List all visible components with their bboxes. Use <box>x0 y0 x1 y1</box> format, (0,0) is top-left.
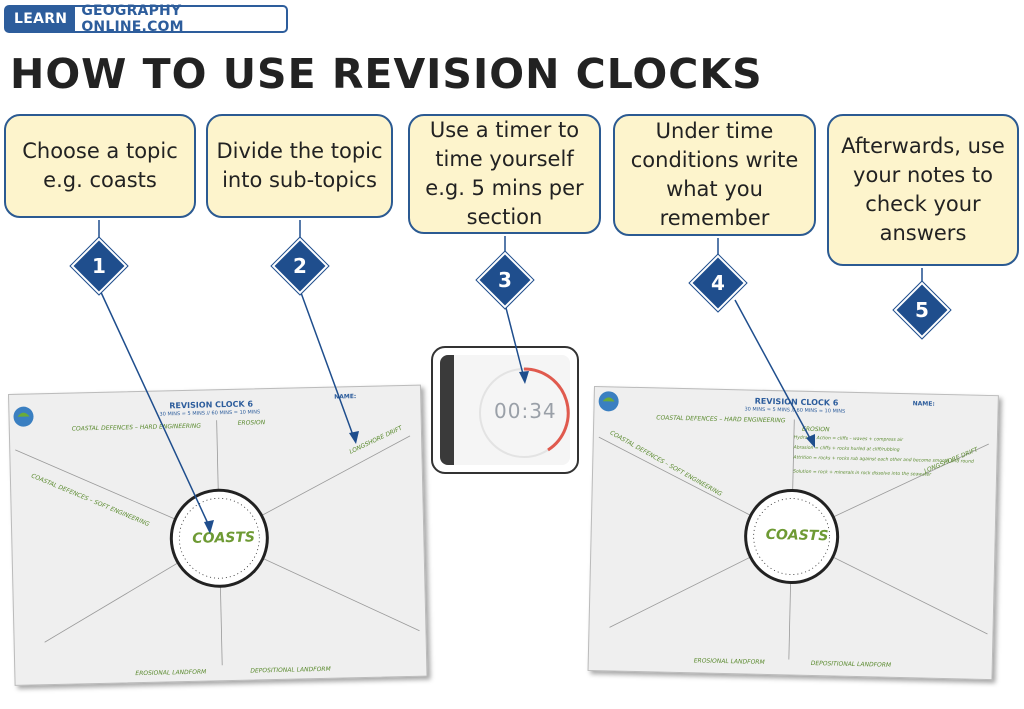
step-4-number: 4 <box>711 271 725 295</box>
logo-site-name: GEOGRAPHY ONLINE.COM <box>81 3 184 35</box>
step-5-box: Afterwards, use your notes to check your… <box>827 114 1019 266</box>
sheet-left-lines <box>13 406 420 666</box>
timer-phone-image: 00:34 <box>431 346 579 474</box>
step-3-box: Use a timer to time yourself e.g. 5 mins… <box>408 114 601 234</box>
revision-clock-sheet-right: REVISION CLOCK 6 30 MINS = 5 MINS // 60 … <box>587 386 999 681</box>
step-2-box: Divide the topic into sub-topics <box>206 114 393 218</box>
step-1-text: Choose a topic e.g. coasts <box>22 139 178 192</box>
step-2-number: 2 <box>293 254 307 278</box>
step-1-box: Choose a topic e.g. coasts <box>4 114 196 218</box>
step-3-text: Use a timer to time yourself e.g. 5 mins… <box>425 118 584 229</box>
step-1-number: 1 <box>92 254 106 278</box>
step-4-text: Under time conditions write what you rem… <box>630 119 799 230</box>
step-5-number: 5 <box>915 298 929 322</box>
site-logo[interactable]: LEARN GEOGRAPHY ONLINE.COM <box>4 3 288 35</box>
timer-display: 00:34 <box>494 399 557 423</box>
step-5-text: Afterwards, use your notes to check your… <box>841 134 1005 245</box>
step-3-number: 3 <box>498 268 512 292</box>
step-4-box: Under time conditions write what you rem… <box>613 114 816 236</box>
logo-learn: LEARN <box>6 7 76 31</box>
page-title: HOW TO USE REVISION CLOCKS <box>10 50 763 98</box>
step-2-text: Divide the topic into sub-topics <box>216 139 383 192</box>
timer-dial <box>440 355 570 465</box>
sheet-right-lines <box>598 391 989 660</box>
revision-clock-sheet-left: REVISION CLOCK 6 30 MINS = 5 MINS // 60 … <box>8 384 428 686</box>
timer-screen: 00:34 <box>440 355 570 465</box>
